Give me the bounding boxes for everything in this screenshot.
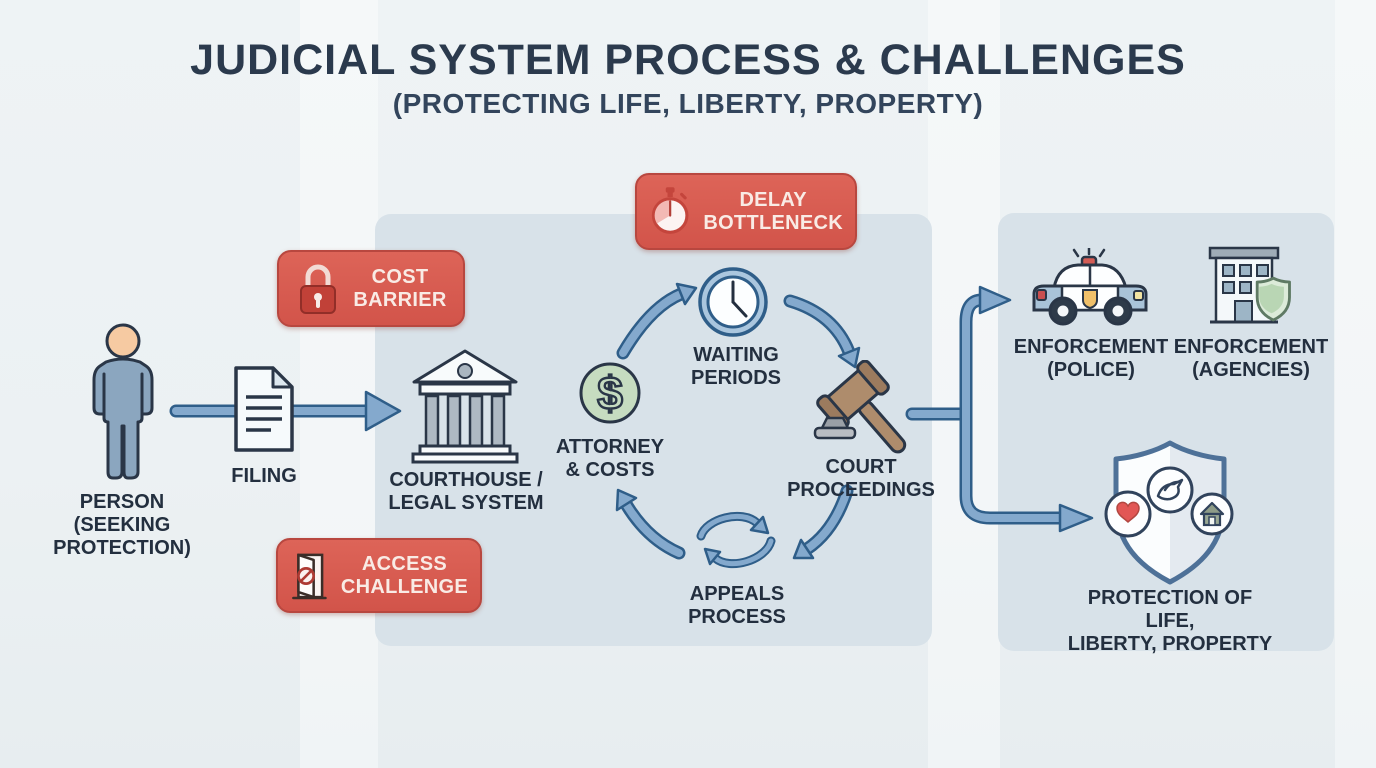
dove-icon [1146,466,1194,514]
svg-text:$: $ [597,367,623,419]
cost-barrier-badge: COST BARRIER [277,250,465,327]
background-band [1335,0,1376,768]
agencies-label: ENFORCEMENT (AGENCIES) [1173,336,1329,382]
appeals-label: APPEALS PROCESS [688,583,786,629]
heart-icon [1104,490,1152,538]
arrow-appeals-to-attorney [615,488,686,560]
house-icon [1190,492,1234,536]
page-title: JUDICIAL SYSTEM PROCESS & CHALLENGES [190,36,1186,84]
gavel-icon [813,360,907,454]
police-car-icon [1032,248,1148,326]
cycle-icon [696,511,776,569]
cost-barrier-label: COST BARRIER [353,265,447,311]
waiting-label: WAITING PERIODS [690,344,782,390]
lock-icon [300,264,337,314]
courthouse-label: COURTHOUSE / LEGAL SYSTEM [388,469,544,515]
police-label: ENFORCEMENT (POLICE) [1013,336,1169,382]
arrow-attorney-to-waiting [616,282,698,360]
attorney-label: ATTORNEY & COSTS [555,436,665,482]
door-icon [292,553,327,599]
stopwatch-icon [651,186,689,234]
protection-label: PROTECTION OF LIFE, LIBERTY, PROPERTY [1067,587,1273,656]
clock-icon [698,267,768,337]
agency-building-icon [1208,246,1291,324]
arrow-court-to-enforcement [905,285,1094,533]
protection-shield-icon [1104,440,1234,585]
dollar-icon: $ [579,362,641,424]
delay-bottleneck-badge: DELAY BOTTLENECK [635,173,857,250]
delay-bottleneck-label: DELAY BOTTLENECK [703,188,843,234]
access-challenge-badge: ACCESS CHALLENGE [276,538,482,613]
page-subtitle: (PROTECTING LIFE, LIBERTY, PROPERTY) [392,88,984,119]
document-icon [234,366,294,452]
arrow-court-to-appeals [792,484,854,560]
background-band [300,0,378,768]
filing-label: FILING [231,465,297,487]
court-label: COURT PROCEEDINGS [787,456,935,502]
courthouse-icon [411,349,519,464]
access-challenge-label: ACCESS CHALLENGE [340,552,468,598]
person-icon [92,323,154,480]
arrow-waiting-to-court [783,294,861,369]
person-label: PERSON (SEEKING PROTECTION) [53,491,191,560]
